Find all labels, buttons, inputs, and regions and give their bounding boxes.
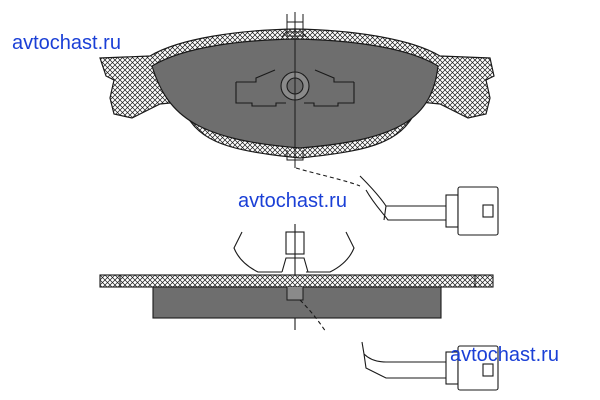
watermark-center: avtochast.ru <box>238 190 347 212</box>
center-axis-line <box>286 12 304 168</box>
backing-plate-side-view <box>99 274 494 288</box>
wear-sensor-upper <box>295 167 499 236</box>
watermark-top-left: avtochast.ru <box>12 32 121 54</box>
watermark-bottom-right: avtochast.ru <box>450 344 559 366</box>
wear-sensor-lower <box>299 299 499 391</box>
friction-pad-side-view <box>152 286 442 319</box>
